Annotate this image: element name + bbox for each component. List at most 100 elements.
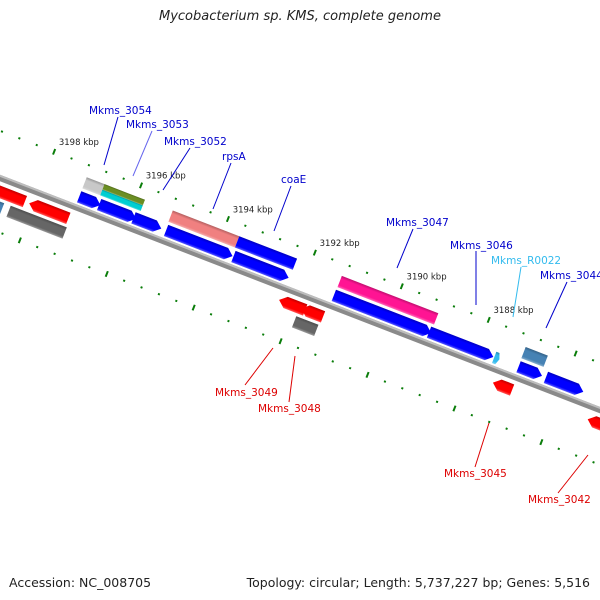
gene-label[interactable]: Mkms_3052 (164, 136, 227, 148)
gene-feature-coae[interactable]: coaE (234, 236, 298, 270)
pointer-line-mkms-3052 (162, 147, 191, 191)
pointer-line-mkms-3044 (545, 281, 568, 329)
major-tick (452, 405, 457, 412)
minor-tick (470, 311, 473, 315)
major-tick (139, 182, 144, 189)
minor-tick (452, 305, 456, 308)
gene-label[interactable]: Mkms_3049 (215, 387, 278, 399)
gene-feature-mkms-3053[interactable]: Mkms_3053 (96, 198, 138, 224)
gene-feature-shading (76, 191, 101, 209)
gene-feature-mkms-3047[interactable]: Mkms_3047 (331, 289, 434, 339)
gene-feature[interactable] (0, 162, 28, 208)
gene-feature-shading (492, 379, 515, 396)
gene-feature-mkms-3044[interactable]: Mkms_3044 (516, 361, 544, 381)
gene-feature-mkms-3042[interactable]: Mkms_3042 (586, 414, 600, 436)
gene-feature-mkms-3048[interactable]: Mkms_3048 (299, 303, 326, 323)
minor-tick (435, 400, 439, 404)
minor-tick (70, 259, 74, 262)
gene-feature-mkms-3049[interactable]: Mkms_3049 (277, 294, 308, 316)
gene-label[interactable]: Mkms_3054 (89, 105, 152, 117)
minor-tick (470, 413, 474, 417)
minor-tick (227, 319, 230, 323)
gene-feature-mkms-3053[interactable]: Mkms_3053 (100, 189, 143, 211)
gene-feature-mkms-3047[interactable]: Mkms_3047 (337, 275, 439, 325)
gene-feature-shading (426, 326, 494, 361)
gene-feature-shading (131, 212, 162, 232)
gene-label[interactable]: Mkms_3046 (450, 240, 513, 252)
gene-label[interactable]: Mkms_3047 (386, 217, 449, 229)
minor-tick (383, 278, 386, 281)
map-title: Mycobacterium sp. KMS, complete genome (159, 9, 441, 24)
minor-tick (592, 461, 595, 464)
gene-feature-rpsa[interactable]: rpsA (163, 224, 235, 262)
pointer-line-mkms-3042 (557, 454, 589, 494)
gene-label[interactable]: Mkms_3044 (540, 270, 600, 282)
minor-tick (400, 387, 404, 390)
minor-tick (556, 345, 560, 349)
gene-feature-mkms-3044[interactable]: Mkms_3044 (521, 347, 548, 367)
gene-feature-mkms-3048[interactable]: Mkms_3048 (291, 316, 319, 336)
major-tick (365, 371, 370, 379)
minor-tick (348, 264, 351, 268)
minor-tick (122, 279, 126, 283)
gene-feature-mkms-3054[interactable]: Mkms_3054 (76, 191, 103, 210)
gene-feature[interactable] (6, 205, 67, 239)
gene-feature-shading (543, 371, 584, 395)
gene-label[interactable]: rpsA (222, 151, 246, 163)
gene-feature[interactable] (543, 371, 586, 398)
minor-tick (261, 231, 265, 234)
gene-feature-shading (331, 289, 432, 337)
pointer-line-coaE (273, 185, 292, 232)
gene-label[interactable]: Mkms_R0022 (491, 255, 561, 267)
pointer-line-mkms-3045 (474, 422, 490, 468)
minor-tick (157, 190, 160, 194)
gene-feature-mkms-3045[interactable]: Mkms_3045 (491, 377, 515, 396)
major-tick (278, 338, 283, 345)
major-tick (312, 249, 317, 256)
minor-tick (331, 360, 335, 363)
minor-tick (175, 299, 178, 303)
minor-tick (244, 326, 248, 330)
kbp-tick-label: 3190 kbp (407, 273, 447, 283)
major-tick (225, 215, 230, 223)
pointer-line-rpsA (212, 162, 232, 210)
pointer-line-mkms-3054 (103, 116, 119, 166)
gene-feature-mkms-3053[interactable]: Mkms_3053 (102, 184, 145, 206)
major-tick (191, 304, 196, 311)
minor-tick (383, 380, 387, 383)
gene-label[interactable]: Mkms_3048 (258, 403, 321, 415)
minor-tick (209, 210, 212, 214)
gene-feature-shading (234, 236, 298, 270)
minor-tick (487, 420, 491, 424)
label-layer: Mkms_3054 Mkms_3053 Mkms_3052 rpsA coaE … (89, 105, 600, 506)
pointer-line-mkms-r0022 (512, 266, 522, 318)
minor-tick (1, 232, 4, 235)
minor-tick (557, 447, 561, 451)
gene-label[interactable]: Mkms_3045 (444, 468, 507, 480)
minor-tick (330, 258, 334, 261)
pointer-line-mkms-3053 (132, 130, 153, 177)
major-tick (486, 316, 491, 324)
gene-feature-mkms-3052[interactable]: Mkms_3052 (131, 212, 163, 234)
gene-feature-coae[interactable]: coaE (231, 250, 291, 284)
gene-feature-mkms-r0022[interactable]: Mkms_R0022 (492, 351, 502, 365)
gene-feature-shading (337, 275, 439, 325)
gene-feature-rpsa[interactable]: rpsA (168, 210, 240, 248)
kbp-tick-label: 3192 kbp (320, 239, 360, 249)
minor-tick (435, 298, 438, 302)
minor-tick (296, 346, 300, 350)
minor-tick (504, 325, 508, 328)
minor-tick (591, 358, 595, 362)
gene-feature-shading (6, 205, 67, 239)
gene-label[interactable]: Mkms_3053 (126, 119, 189, 131)
kbp-tick-label: 3196 kbp (146, 172, 186, 182)
minor-tick (261, 333, 265, 336)
genome-backbone-highlight (0, 139, 600, 466)
gene-label[interactable]: coaE (281, 174, 306, 186)
gene-feature[interactable] (27, 198, 71, 224)
gene-label[interactable]: Mkms_3042 (528, 494, 591, 506)
gene-feature-shading (96, 198, 137, 222)
gene-feature-shading (587, 416, 600, 436)
gene-feature-mkms-3046[interactable]: Mkms_3046 (426, 326, 496, 363)
minor-tick (35, 245, 39, 249)
